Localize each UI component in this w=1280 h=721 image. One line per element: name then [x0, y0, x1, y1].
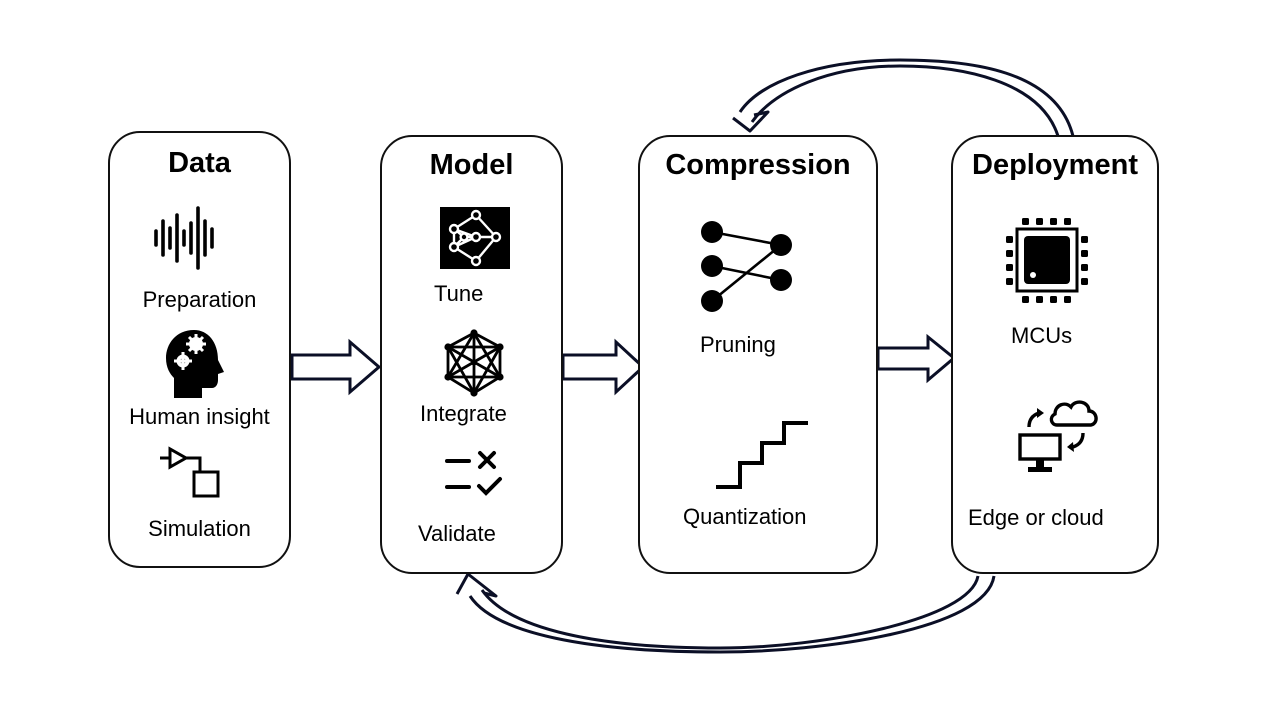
item-label: Tune — [434, 281, 484, 306]
item-label: Simulation — [148, 516, 251, 541]
item-label: Validate — [418, 521, 496, 546]
item-label: MCUs — [1011, 323, 1073, 348]
feedback-arrow-deployment-to-compression — [732, 58, 1075, 137]
stage-data: Data Preparation Human insight Simu — [108, 131, 291, 568]
computer-cloud-sync-icon — [1018, 400, 1098, 472]
item-label: Edge or cloud — [968, 505, 1104, 530]
arrow-model-to-compression — [561, 338, 646, 396]
microchip-icon — [1006, 218, 1088, 303]
item-label: Preparation — [142, 287, 257, 312]
neural-network-icon — [440, 207, 510, 269]
mesh-network-icon — [444, 329, 504, 397]
item-label: Pruning — [700, 332, 776, 357]
head-gears-icon — [166, 330, 224, 398]
checklist-icon — [445, 451, 502, 496]
stage-title: Model — [429, 149, 514, 181]
item-label: Integrate — [420, 401, 507, 426]
block-diagram-icon — [160, 446, 220, 498]
staircase-icon — [716, 421, 808, 489]
item-label: Quantization — [683, 504, 807, 529]
arrow-compression-to-deployment — [876, 333, 957, 384]
sound-wave-icon — [154, 206, 214, 270]
stage-model: Model Tune In — [380, 135, 563, 574]
stage-compression: Compression Pruning Quantization — [638, 135, 878, 574]
stage-deployment: Deployment MCUs Edge or cloud — [951, 135, 1159, 574]
pruned-network-icon — [701, 221, 792, 312]
stage-title: Data — [168, 147, 231, 179]
stage-title: Deployment — [972, 149, 1138, 181]
feedback-arrow-deployment-to-model — [455, 572, 996, 654]
item-label: Human insight — [129, 404, 270, 429]
stage-title: Compression — [665, 149, 851, 181]
arrow-data-to-model — [290, 338, 382, 396]
